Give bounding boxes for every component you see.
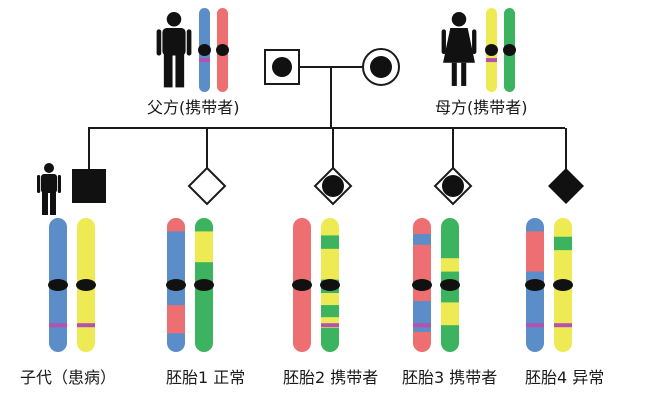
child-2-chromosome-2 xyxy=(194,218,214,352)
mutation-marker xyxy=(486,58,497,63)
chromosome-band xyxy=(321,305,339,318)
chromosome-band xyxy=(441,258,459,272)
child-symbol-5 xyxy=(548,168,584,204)
embryo-1-label: 胚胎1 正常 xyxy=(166,368,246,387)
child-4-chromosome-1 xyxy=(412,218,432,352)
chromosome-band xyxy=(441,302,459,326)
child-5-chromosome-2 xyxy=(553,218,573,352)
centromere xyxy=(525,279,545,291)
chromosome-band xyxy=(526,231,544,272)
mother-label: 母方(携带者) xyxy=(435,98,528,117)
male-figure-icon xyxy=(156,12,192,88)
centromere xyxy=(412,279,432,291)
centromere xyxy=(48,279,68,291)
centromere xyxy=(503,44,516,56)
centromere xyxy=(216,44,229,56)
mother-symbol xyxy=(362,48,400,86)
child-3-chromosome-2 xyxy=(320,218,340,352)
chromosome-band xyxy=(167,218,185,232)
centromere xyxy=(553,279,573,291)
father-symbol xyxy=(264,49,300,85)
child-symbol-1 xyxy=(72,169,106,203)
chromosome-band xyxy=(321,327,339,352)
child-symbol-4 xyxy=(433,166,473,206)
centromere xyxy=(292,279,312,291)
centromere xyxy=(194,279,214,291)
child-label-affected: 子代（患病） xyxy=(20,368,117,387)
children-group xyxy=(37,163,584,352)
child-symbol-2 xyxy=(187,166,227,206)
mutation-marker xyxy=(554,323,572,328)
chromosome-band xyxy=(413,234,431,245)
child-3-chromosome-1 xyxy=(292,218,312,352)
centromere xyxy=(76,279,96,291)
mutation-marker xyxy=(413,323,431,328)
centromere xyxy=(485,44,498,56)
child-5-chromosome-1 xyxy=(525,218,545,352)
pedigree-lines xyxy=(88,66,567,169)
child-4-chromosome-2 xyxy=(440,218,460,352)
embryo-2-label: 胚胎2 携带者 xyxy=(283,368,379,387)
child-1-chromosome-2 xyxy=(76,218,96,352)
female-figure-icon xyxy=(441,12,477,86)
centromere xyxy=(198,44,211,56)
mutation-marker xyxy=(199,58,210,63)
mother-chromosome-2 xyxy=(503,8,516,92)
embryo-4-label: 胚胎4 异常 xyxy=(525,368,605,387)
child-1-chromosome-1 xyxy=(48,218,68,352)
mutation-marker xyxy=(526,323,544,328)
chromosome-band xyxy=(167,305,185,334)
centromere xyxy=(320,279,340,291)
mother-chromosome-1 xyxy=(485,8,498,92)
centromere xyxy=(166,279,186,291)
mutation-marker xyxy=(49,323,67,328)
father-label: 父方(携带者) xyxy=(147,98,240,117)
chromosome-band xyxy=(554,236,572,251)
father-chromosome-2 xyxy=(216,8,229,92)
mutation-marker xyxy=(77,323,95,328)
child-symbol-3 xyxy=(313,166,353,206)
chromosome-band xyxy=(321,235,339,249)
chromosome-band xyxy=(413,301,431,332)
centromere xyxy=(440,279,460,291)
mutation-marker xyxy=(321,323,339,328)
parents-group xyxy=(156,8,516,92)
embryo-3-label: 胚胎3 携带者 xyxy=(402,368,498,387)
chromosome-band xyxy=(195,231,213,263)
child-2-chromosome-1 xyxy=(166,218,186,352)
male-figure-icon xyxy=(37,163,61,215)
father-chromosome-1 xyxy=(198,8,211,92)
